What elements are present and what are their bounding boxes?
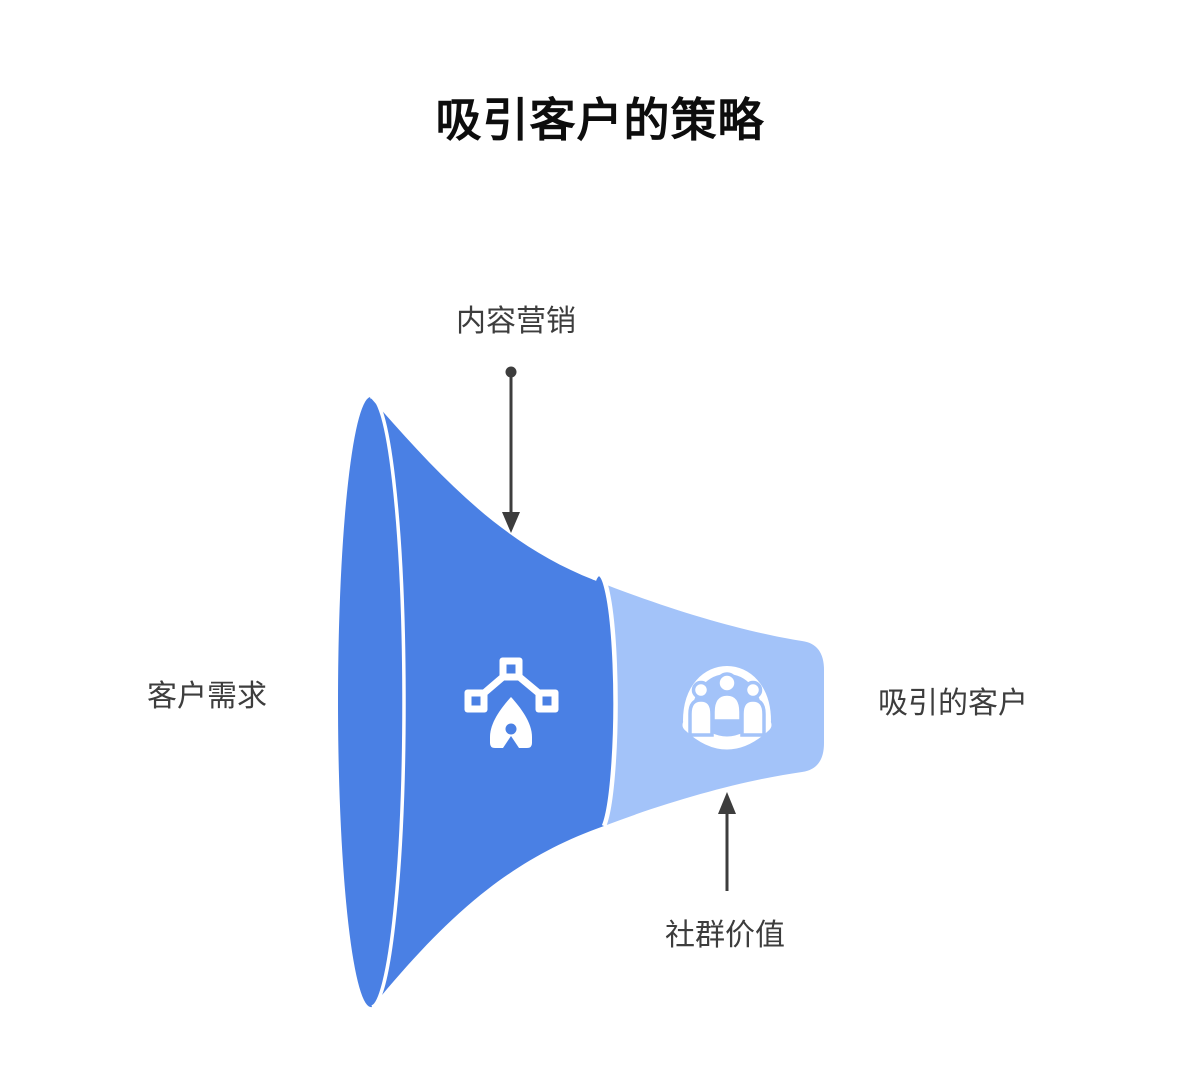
label-community-value: 社群价值 (665, 919, 785, 952)
arrow-start-dot (505, 366, 517, 378)
pen-tool-sitemap-icon (464, 657, 559, 748)
community-group-icon (682, 666, 772, 750)
funnel-mouth-rim-line (369, 395, 406, 1009)
content-marketing-arrow (502, 366, 520, 533)
segment-divider-line (591, 571, 618, 827)
community-value-arrow (718, 792, 736, 891)
arrow-up-head (718, 792, 736, 814)
arrow-down-head (502, 512, 520, 533)
label-content-marketing: 内容营销 (456, 305, 576, 338)
page-title: 吸引客户的策略 (435, 94, 765, 146)
label-attracted-customers: 吸引的客户 (878, 687, 1028, 720)
label-customer-needs: 客户需求 (147, 680, 267, 713)
funnel-segment-community (594, 573, 824, 826)
